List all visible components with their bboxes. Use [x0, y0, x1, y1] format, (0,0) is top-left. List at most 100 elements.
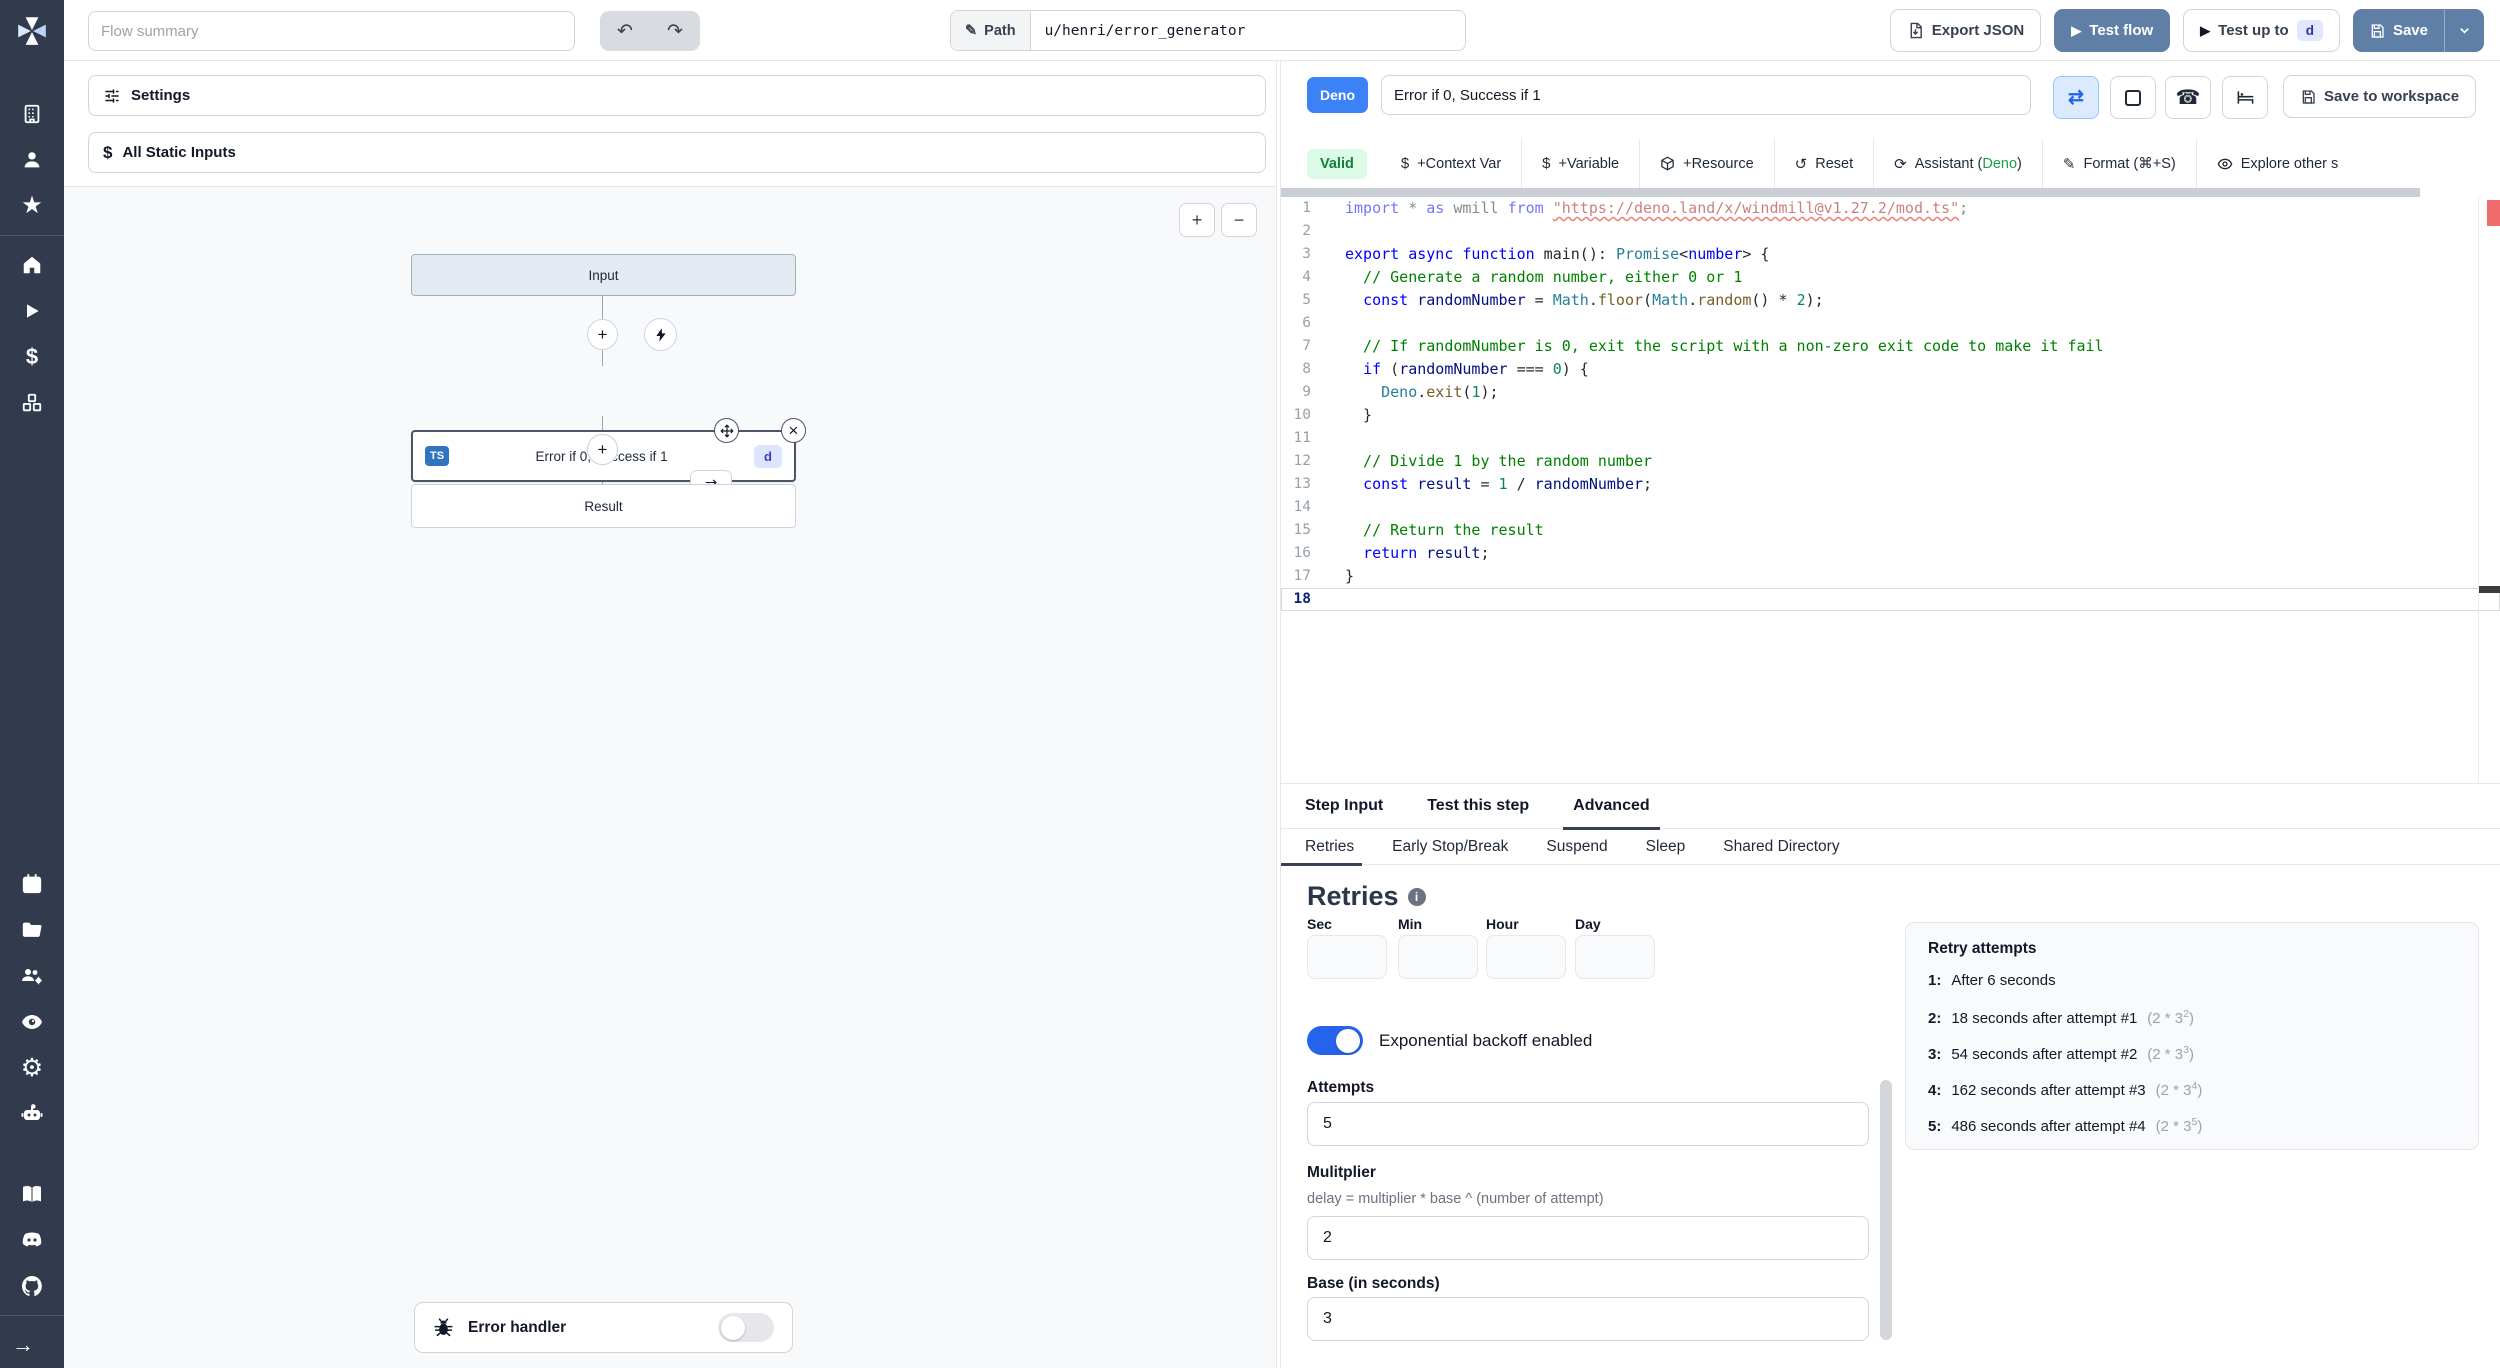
- code-line[interactable]: 11: [1293, 430, 1311, 446]
- subtab-retries[interactable]: Retries: [1281, 829, 1363, 866]
- code-line[interactable]: 7 // If randomNumber is 0, exit the scri…: [1302, 337, 2104, 355]
- subtab-early-stop[interactable]: Early Stop/Break: [1392, 837, 1509, 855]
- tab-test-this-step[interactable]: Test this step: [1427, 797, 1530, 814]
- code-line[interactable]: 15 // Return the result: [1293, 521, 1544, 539]
- code-line[interactable]: 12 // Divide 1 by the random number: [1293, 452, 1653, 470]
- step-summary-input[interactable]: [1381, 75, 2031, 115]
- base-input[interactable]: [1307, 1297, 1869, 1341]
- tab-step-input[interactable]: Step Input: [1305, 797, 1384, 814]
- fullscreen-square-button[interactable]: [2110, 76, 2156, 119]
- form-scrollbar[interactable]: [1880, 1080, 1892, 1340]
- export-json-button[interactable]: Export JSON: [1889, 9, 2042, 52]
- folders-icon[interactable]: [0, 907, 64, 953]
- result-node[interactable]: Result: [411, 484, 796, 528]
- groups-users-gear-icon[interactable]: [0, 953, 64, 999]
- code-line[interactable]: 16 return result;: [1293, 544, 1490, 562]
- day-input[interactable]: [1575, 935, 1655, 979]
- sleep-bed-button[interactable]: [2222, 76, 2268, 119]
- code-line[interactable]: 6: [1302, 315, 1311, 331]
- redo-button[interactable]: ↷: [667, 20, 683, 42]
- assistant-button[interactable]: ⟳Assistant (Deno): [1873, 139, 2042, 188]
- undo-button[interactable]: ↶: [617, 20, 633, 42]
- topbar-actions: Export JSON ▶ Test flow ▶ Test up to d S…: [1889, 9, 2484, 52]
- subtab-suspend[interactable]: Suspend: [1546, 837, 1608, 855]
- schedules-calendar-icon[interactable]: [0, 861, 64, 907]
- day-label: Day: [1575, 916, 1601, 932]
- code-line[interactable]: 17}: [1293, 567, 1355, 585]
- add-step-button[interactable]: +: [587, 319, 618, 350]
- min-input[interactable]: [1398, 935, 1478, 979]
- zoom-out-button[interactable]: −: [1221, 203, 1257, 237]
- square-icon: [2125, 89, 2141, 106]
- attempts-input[interactable]: [1307, 1102, 1869, 1146]
- code-line[interactable]: 4 // Generate a random number, either 0 …: [1302, 268, 1743, 286]
- runs-play-icon[interactable]: [0, 288, 64, 334]
- multiplier-input[interactable]: [1307, 1216, 1869, 1260]
- editor-overview-ruler[interactable]: [2478, 197, 2500, 783]
- flow-summary-input[interactable]: [88, 11, 575, 51]
- retry-attempt-item: 2:18 seconds after attempt #1(2 * 32): [1928, 1008, 2194, 1027]
- code-line[interactable]: 5 const randomNumber = Math.floor(Math.r…: [1302, 291, 1824, 309]
- add-step-below-button[interactable]: +: [587, 434, 618, 465]
- subtab-sleep[interactable]: Sleep: [1645, 837, 1686, 855]
- flow-graph-canvas[interactable]: + − Input + TS Error if 0, Success if 1 …: [64, 186, 1276, 1368]
- format-button[interactable]: ✎Format (⌘+S): [2041, 139, 2196, 188]
- explore-scripts-button[interactable]: Explore other s: [2195, 139, 2359, 188]
- favorites-star-icon[interactable]: ★: [21, 192, 43, 219]
- exponential-backoff-toggle[interactable]: [1307, 1026, 1363, 1055]
- workspace-building-icon[interactable]: [0, 91, 64, 137]
- code-line[interactable]: 8 if (randomNumber === 0) {: [1302, 360, 1589, 378]
- trigger-bolt-button[interactable]: [644, 318, 677, 351]
- add-context-var-button[interactable]: $+Context Var: [1380, 139, 1522, 188]
- editor-splitter-bar[interactable]: [1281, 188, 2420, 197]
- sec-input[interactable]: [1307, 935, 1387, 979]
- hour-input[interactable]: [1486, 935, 1566, 979]
- flow-settings-card[interactable]: Settings: [88, 75, 1266, 116]
- subtab-shared-directory[interactable]: Shared Directory: [1723, 837, 1840, 855]
- all-static-inputs-card[interactable]: $ All Static Inputs: [88, 132, 1266, 173]
- code-line[interactable]: 14: [1293, 499, 1311, 515]
- path-field[interactable]: ✎ Path u/henri/error_generator: [950, 10, 1466, 51]
- code-line[interactable]: 13 const result = 1 / randomNumber;: [1293, 475, 1653, 493]
- save-to-workspace-button[interactable]: Save to workspace: [2283, 75, 2477, 118]
- webhook-phone-button[interactable]: ☎: [2165, 76, 2211, 119]
- sync-toggle-button[interactable]: ⇄: [2053, 76, 2099, 119]
- save-dropdown-button[interactable]: [2444, 9, 2484, 52]
- error-handler-card[interactable]: Error handler: [414, 1302, 793, 1353]
- error-handler-toggle[interactable]: [718, 1313, 774, 1342]
- discord-icon[interactable]: [0, 1217, 64, 1263]
- step-id-badge: d: [2296, 20, 2323, 41]
- tab-advanced[interactable]: Advanced: [1563, 783, 1661, 830]
- home-icon[interactable]: [0, 242, 64, 288]
- path-value[interactable]: u/henri/error_generator: [1044, 22, 1246, 39]
- input-node[interactable]: Input: [411, 254, 796, 296]
- audit-eye-icon[interactable]: [0, 999, 64, 1045]
- workers-robot-icon[interactable]: [0, 1091, 64, 1137]
- variables-dollar-icon[interactable]: $: [25, 344, 39, 369]
- info-icon[interactable]: i: [1407, 887, 1426, 906]
- reset-button[interactable]: ↺Reset: [1773, 139, 1874, 188]
- save-button[interactable]: Save: [2352, 9, 2444, 52]
- github-icon[interactable]: [0, 1263, 64, 1309]
- code-line[interactable]: 18: [1281, 588, 2500, 611]
- add-resource-button[interactable]: +Resource: [1639, 139, 1774, 188]
- user-icon[interactable]: [0, 137, 64, 183]
- code-line[interactable]: 9 Deno.exit(1);: [1302, 383, 1499, 401]
- zoom-in-button[interactable]: +: [1179, 203, 1215, 237]
- add-variable-button[interactable]: $+Variable: [1521, 139, 1640, 188]
- test-flow-button[interactable]: ▶ Test flow: [2054, 9, 2171, 52]
- windmill-logo[interactable]: [0, 0, 64, 61]
- panel-splitter[interactable]: [1276, 61, 1281, 1368]
- settings-gear-icon[interactable]: ⚙: [20, 1053, 44, 1082]
- docs-book-icon[interactable]: [0, 1171, 64, 1217]
- delete-step-button[interactable]: ×: [781, 418, 806, 443]
- move-step-button[interactable]: [714, 418, 739, 443]
- collapse-arrow-icon[interactable]: →: [12, 1332, 34, 1357]
- resources-cubes-icon[interactable]: [0, 380, 64, 426]
- code-line[interactable]: 10 }: [1293, 406, 1373, 424]
- code-line[interactable]: 2: [1302, 223, 1311, 239]
- test-up-to-button[interactable]: ▶ Test up to d: [2183, 9, 2340, 52]
